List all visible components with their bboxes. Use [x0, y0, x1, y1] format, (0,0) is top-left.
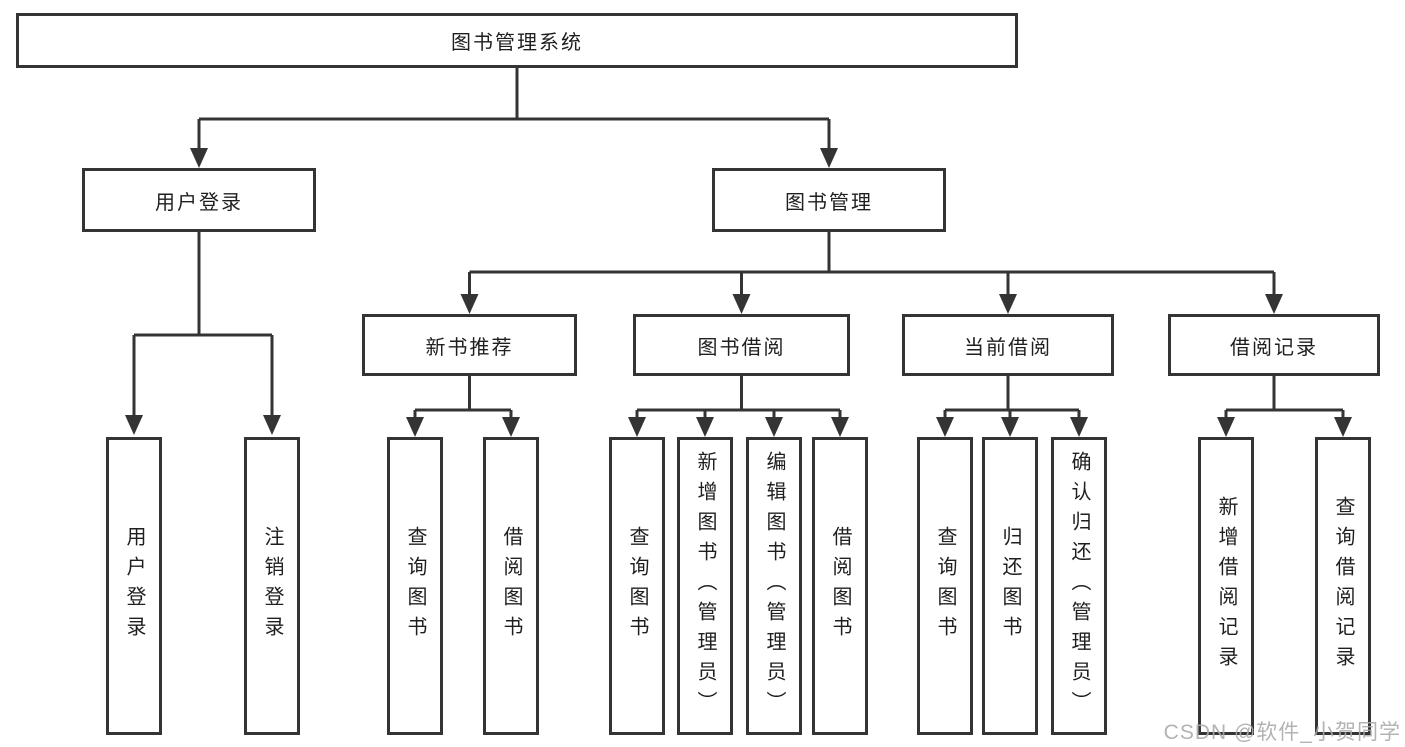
leaf-borrow-books: 借阅图书	[812, 437, 868, 735]
leaf-label: 借阅图书	[500, 526, 522, 646]
leaf-logout: 注销登录	[244, 437, 300, 735]
node-root-library-system: 图书管理系统	[16, 13, 1018, 68]
leaf-label: 查询图书	[404, 526, 426, 646]
leaf-label: 归还图书	[999, 526, 1021, 646]
node-label: 借阅记录	[1230, 336, 1318, 359]
leaf-query-books-current: 查询图书	[917, 437, 973, 735]
leaf-query-books-recommend: 查询图书	[387, 437, 443, 735]
leaf-borrow-books-recommend: 借阅图书	[483, 437, 539, 735]
node-book-management: 图书管理	[712, 168, 946, 232]
leaf-label: 新增借阅记录	[1215, 496, 1237, 676]
leaf-label: 确认归还（管理员）	[1068, 451, 1090, 721]
node-book-borrowing: 图书借阅	[633, 314, 850, 376]
leaf-user-login: 用户登录	[106, 437, 162, 735]
leaf-add-borrow-record: 新增借阅记录	[1198, 437, 1254, 735]
node-label: 图书管理系统	[451, 32, 583, 54]
leaf-return-books: 归还图书	[982, 437, 1038, 735]
tree-edges	[132, 68, 1345, 423]
node-borrowing-records: 借阅记录	[1168, 314, 1380, 376]
node-label: 图书管理	[785, 191, 873, 214]
leaf-confirm-return-admin: 确认归还（管理员）	[1051, 437, 1107, 735]
node-user-login: 用户登录	[82, 168, 316, 232]
node-label: 图书借阅	[697, 336, 786, 359]
leaf-label: 查询图书	[934, 526, 956, 646]
node-label: 新书推荐	[425, 336, 514, 359]
leaf-label: 注销登录	[261, 526, 283, 646]
node-label: 用户登录	[155, 191, 243, 214]
leaf-label: 查询借阅记录	[1332, 496, 1354, 676]
csdn-watermark: CSDN @软件_小贺同学	[1163, 721, 1401, 744]
leaf-label: 用户登录	[123, 526, 145, 646]
node-new-book-recommend: 新书推荐	[362, 314, 577, 376]
leaf-label: 编辑图书（管理员）	[763, 451, 785, 721]
leaf-edit-books-admin: 编辑图书（管理员）	[746, 437, 802, 735]
node-label: 当前借阅	[964, 336, 1052, 359]
leaf-query-books-borrowing: 查询图书	[609, 437, 665, 735]
node-current-borrowing: 当前借阅	[902, 314, 1114, 376]
leaf-label: 新增图书（管理员）	[694, 451, 716, 721]
leaf-add-books-admin: 新增图书（管理员）	[677, 437, 733, 735]
leaf-label: 借阅图书	[829, 526, 851, 646]
leaf-label: 查询图书	[626, 526, 648, 646]
leaf-query-borrow-record: 查询借阅记录	[1315, 437, 1371, 735]
